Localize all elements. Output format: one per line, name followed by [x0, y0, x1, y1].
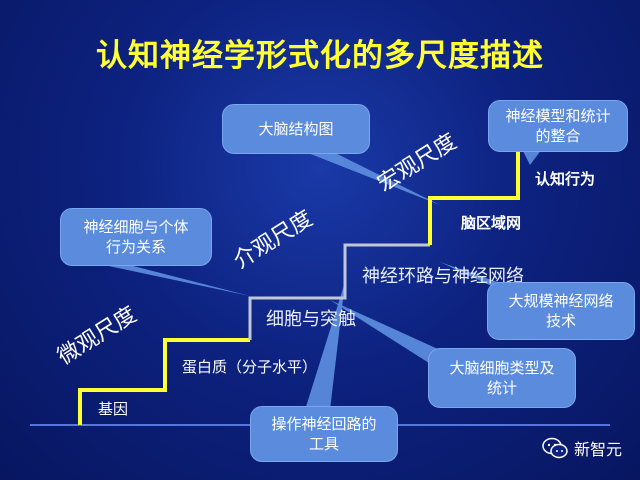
callout-neuron-behavior: 神经细胞与个体 行为关系 [60, 208, 212, 266]
callout-large-scale: 大规模神经网络 技术 [487, 282, 635, 340]
step-synapse: 细胞与突触 [266, 309, 356, 330]
page-title: 认知神经学形式化的多尺度描述 [96, 38, 544, 74]
step-circuit: 神经环路与神经网络 [362, 266, 524, 287]
callout-brain-structure: 大脑结构图 [222, 104, 370, 154]
callout-model-stats: 神经模型和统计 的整合 [488, 100, 628, 152]
step-behavior: 认知行为 [535, 170, 596, 188]
step-gene: 基因 [98, 400, 129, 418]
pointer-neuron-behavior [90, 262, 250, 296]
stair-lower [78, 338, 250, 425]
brand-mark: 新智元 [542, 436, 622, 460]
brand-name: 新智元 [573, 440, 622, 459]
step-brain-region: 脑区域网 [461, 214, 522, 232]
step-protein: 蛋白质（分子水平） [182, 358, 318, 376]
callout-circuit-tools: 操作神经回路的 工具 [250, 406, 398, 462]
pointer-cell-types [330, 300, 440, 370]
stair-middle [248, 243, 430, 340]
pointer-circuit-tools [305, 282, 345, 410]
wechat-icon [542, 437, 568, 459]
callout-cell-types: 大脑细胞类型及 统计 [428, 348, 576, 408]
pointer-brain-structure [270, 138, 440, 205]
